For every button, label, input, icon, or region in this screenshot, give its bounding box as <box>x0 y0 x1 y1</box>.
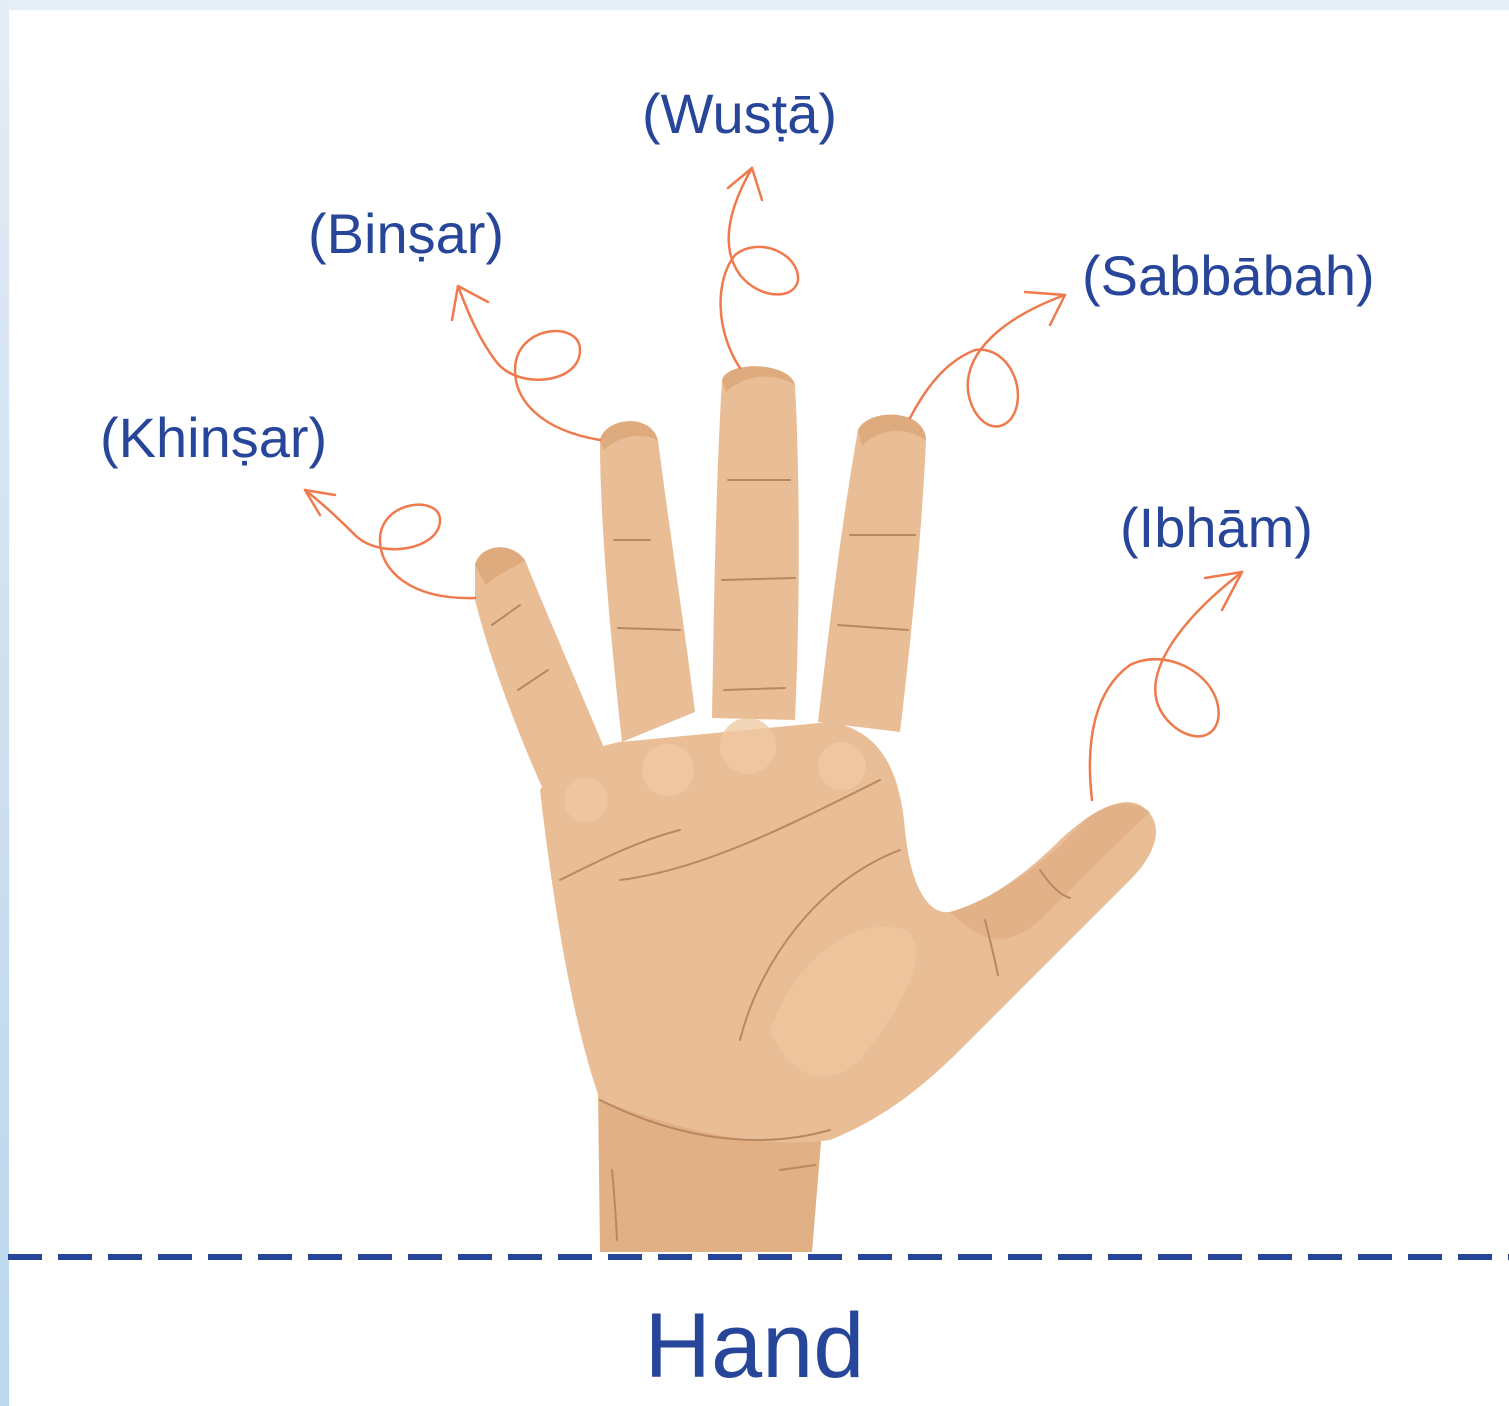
wusta-arrow-icon <box>719 166 800 370</box>
sabbabah-arrow-icon <box>908 290 1067 428</box>
ibham-arrow-icon <box>1088 570 1244 802</box>
hand-icon <box>475 366 1157 1252</box>
label-ibham: (Ibhām) <box>1120 496 1313 559</box>
khinsar-arrow-icon <box>303 488 477 600</box>
label-wusta: (Wusṭā) <box>642 82 837 145</box>
caption-hand: Hand <box>644 1295 865 1397</box>
label-binsar: (Binṣar) <box>308 202 505 265</box>
top-border-band <box>0 0 1509 10</box>
binsar-arrow-icon <box>450 284 602 442</box>
label-sabbabah: (Sabbābah) <box>1082 244 1375 307</box>
label-khinsar: (Khinṣar) <box>100 406 328 469</box>
left-border-band <box>0 0 9 1406</box>
